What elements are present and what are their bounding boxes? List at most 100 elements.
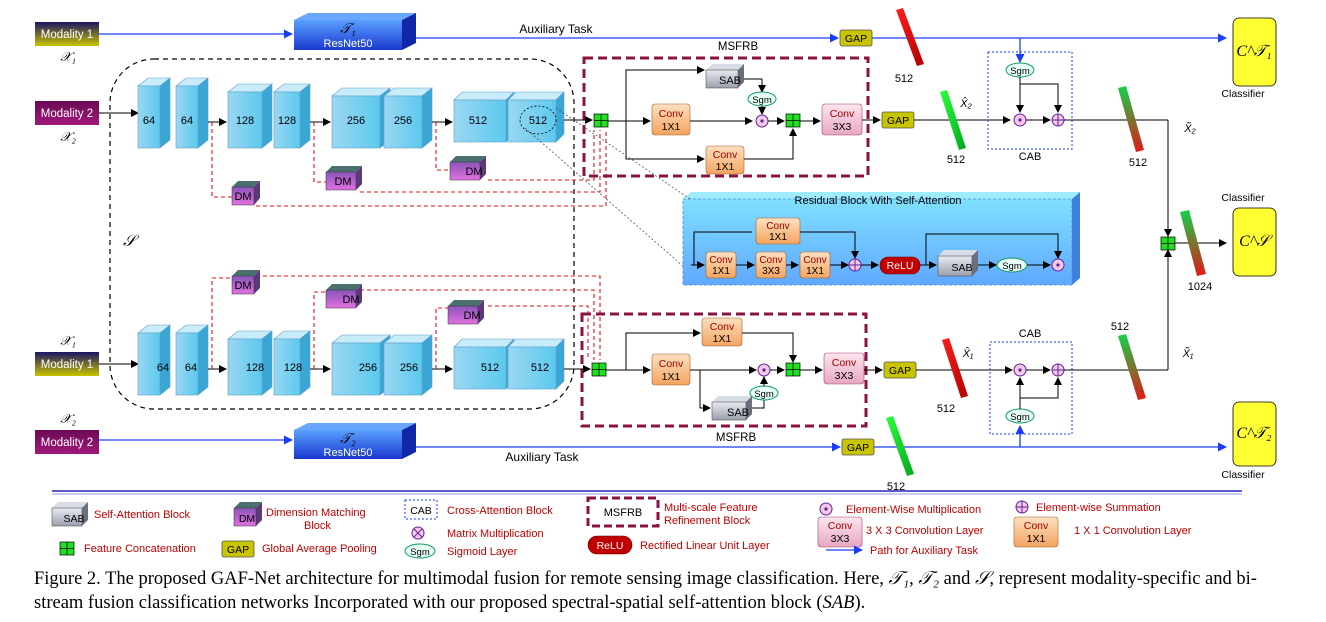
- svg-text:Conv: Conv: [766, 221, 789, 232]
- svg-text:ResNet50: ResNet50: [324, 447, 373, 459]
- res-ews: [848, 258, 862, 272]
- figure-caption: Figure 2. The proposed GAF-Net architect…: [34, 569, 1257, 613]
- dim-1024: 1024: [1188, 281, 1212, 293]
- cube-64a: 64: [137, 77, 171, 149]
- legend-concat-icon: [59, 541, 75, 556]
- modality-1-bottom: Modality 1: [35, 352, 99, 376]
- cube-512a: 512: [453, 91, 515, 143]
- svg-text:Sgm: Sgm: [410, 547, 430, 558]
- svg-text:3X3: 3X3: [762, 266, 780, 277]
- sgm-cab-top: Sgm: [1005, 62, 1035, 78]
- svg-text:Sgm: Sgm: [1002, 261, 1022, 272]
- svg-text:Modality 1: Modality 1: [41, 359, 93, 371]
- legend-ewm-text: Element-Wise Multiplication: [846, 504, 981, 516]
- gap-bottom: GAP: [883, 361, 917, 379]
- svg-text:Conv: Conv: [828, 520, 853, 532]
- backbone-top: 64 64 128 128 256 256 512 512: [137, 77, 565, 149]
- svg-text:512: 512: [481, 362, 499, 374]
- legend-matmul-icon: [411, 526, 425, 540]
- svg-text:DM: DM: [234, 191, 251, 203]
- sgm-cab-bottom: Sgm: [1005, 408, 1035, 424]
- sab-top: SAB: [705, 64, 744, 89]
- svg-text:SAB: SAB: [727, 407, 749, 419]
- svg-text:DM: DM: [239, 513, 255, 525]
- legend-matmul-text: Matrix Multiplication: [447, 528, 544, 540]
- modality-1-top: Modality 1: [35, 22, 99, 46]
- svg-text:64: 64: [185, 362, 197, 374]
- ews-cab-bottom: [1051, 363, 1065, 377]
- dm-block-bottom-1: DM: [231, 270, 260, 295]
- svg-text:3X3: 3X3: [831, 533, 850, 545]
- legend-conv33-text: 3 X 3 Convolution Layer: [866, 525, 984, 537]
- classifier-t2: C^𝒯₂ Classifier: [1221, 401, 1277, 481]
- legend-gap-icon: GAP: [221, 540, 255, 558]
- ewm-bottom: [757, 363, 771, 377]
- svg-text:GAP: GAP: [227, 544, 249, 556]
- xtilde2-label: X̃₂: [1183, 122, 1196, 135]
- svg-text:128: 128: [236, 115, 254, 127]
- svg-text:DM: DM: [234, 280, 251, 292]
- cube-128b: 128: [273, 83, 311, 149]
- legend: SAB Self-Attention Block DM Dimension Ma…: [51, 490, 1242, 559]
- svg-text:1X1: 1X1: [713, 333, 732, 345]
- legend-sab-text: Self-Attention Block: [94, 509, 190, 521]
- legend-ewm-icon: [819, 502, 833, 516]
- x2-label: 𝒳₂: [60, 129, 76, 144]
- svg-text:CAB: CAB: [410, 505, 432, 517]
- dm-block-top-3: DM: [449, 156, 486, 181]
- svg-text:GAP: GAP: [889, 365, 911, 377]
- svg-text:128: 128: [246, 362, 264, 374]
- modality-2-mid: Modality 2: [35, 101, 99, 125]
- cube-128a: 128: [227, 83, 273, 149]
- legend-msfrb-text-2: Refinement Block: [664, 515, 751, 527]
- msfrb-title-top: MSFRB: [718, 41, 759, 53]
- svg-text:C^𝒯₁: C^𝒯₁: [1236, 43, 1271, 60]
- feature-vector-xt2: [1118, 86, 1144, 152]
- svg-text:GAP: GAP: [845, 33, 867, 45]
- classifier-s: Classifier C^𝒮: [1221, 192, 1277, 277]
- res-relu: ReLU: [879, 256, 921, 275]
- svg-text:Classifier: Classifier: [1221, 192, 1265, 204]
- legend-relu-text: Rectified Linear Unit Layer: [640, 540, 770, 552]
- legend-relu-icon: ReLU: [587, 535, 633, 555]
- classifier-t1: C^𝒯₁ Classifier: [1221, 17, 1277, 100]
- dm-block-top-1: DM: [231, 181, 260, 206]
- legend-sgm-icon: Sgm: [404, 543, 436, 559]
- dim-512-xt2: 512: [1129, 157, 1147, 169]
- cube-256a: 256: [331, 87, 391, 149]
- svg-text:SAB: SAB: [719, 75, 741, 87]
- svg-text:Modality 2: Modality 2: [41, 437, 93, 449]
- svg-text:DM: DM: [342, 294, 359, 306]
- sgm-top: Sgm: [747, 91, 777, 107]
- svg-text:1X1: 1X1: [769, 232, 787, 243]
- svg-text:Conv: Conv: [659, 108, 684, 120]
- backbone-bottom: 64 64 128 128 256 256 512 512: [137, 324, 565, 396]
- svg-text:Conv: Conv: [709, 255, 732, 266]
- svg-text:1X1: 1X1: [712, 266, 730, 277]
- dim-512-xt1: 512: [1111, 321, 1129, 333]
- dm-block-bottom-3: DM: [447, 300, 484, 325]
- legend-dm-text-2: Block: [304, 520, 331, 532]
- svg-text:Residual Block With Self-Atten: Residual Block With Self-Attention: [795, 195, 962, 207]
- svg-text:64: 64: [143, 115, 155, 127]
- ews-cab-top: [1051, 113, 1065, 127]
- legend-msfrb-text-1: Multi-scale Feature: [664, 502, 758, 514]
- svg-text:1X1: 1X1: [662, 121, 681, 133]
- xtilde1-label: X̃₁: [1182, 347, 1194, 360]
- aux-task-top: Auxiliary Task: [519, 22, 593, 36]
- zoom-line-a: [524, 127, 684, 267]
- svg-text:512: 512: [531, 362, 549, 374]
- svg-text:DM: DM: [334, 176, 351, 188]
- svg-text:1X1: 1X1: [806, 266, 824, 277]
- cube-64b: 64: [175, 77, 209, 149]
- concat-fusion: [1160, 236, 1176, 251]
- dim-512-t1: 512: [895, 73, 913, 85]
